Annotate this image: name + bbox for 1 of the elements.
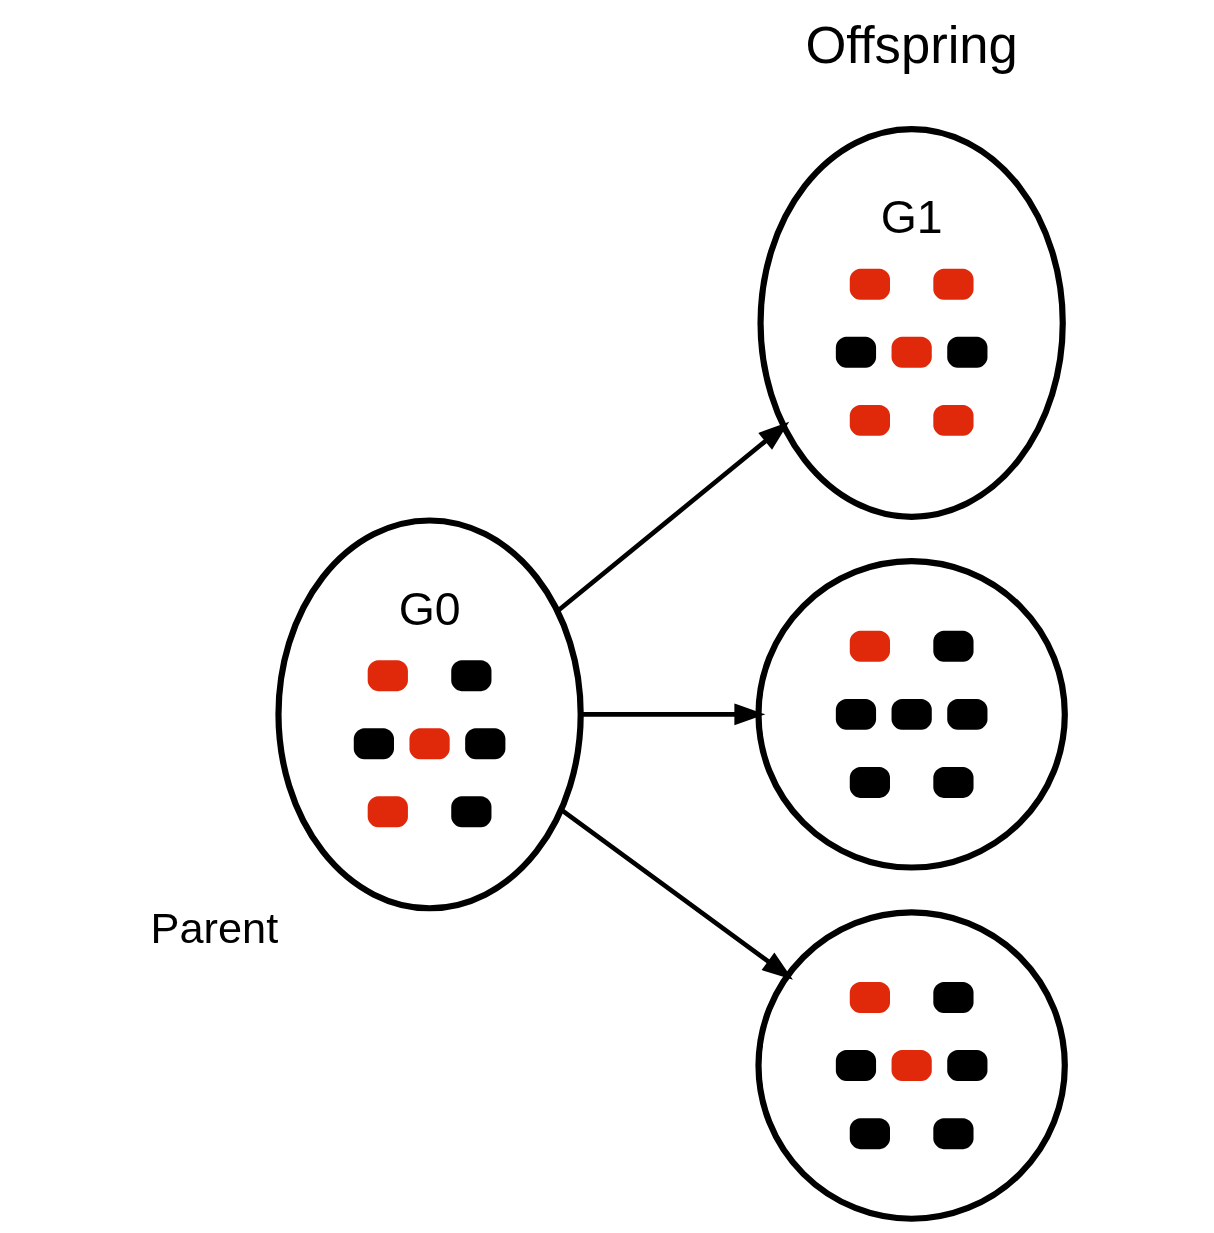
label: Offspring xyxy=(804,14,1018,74)
